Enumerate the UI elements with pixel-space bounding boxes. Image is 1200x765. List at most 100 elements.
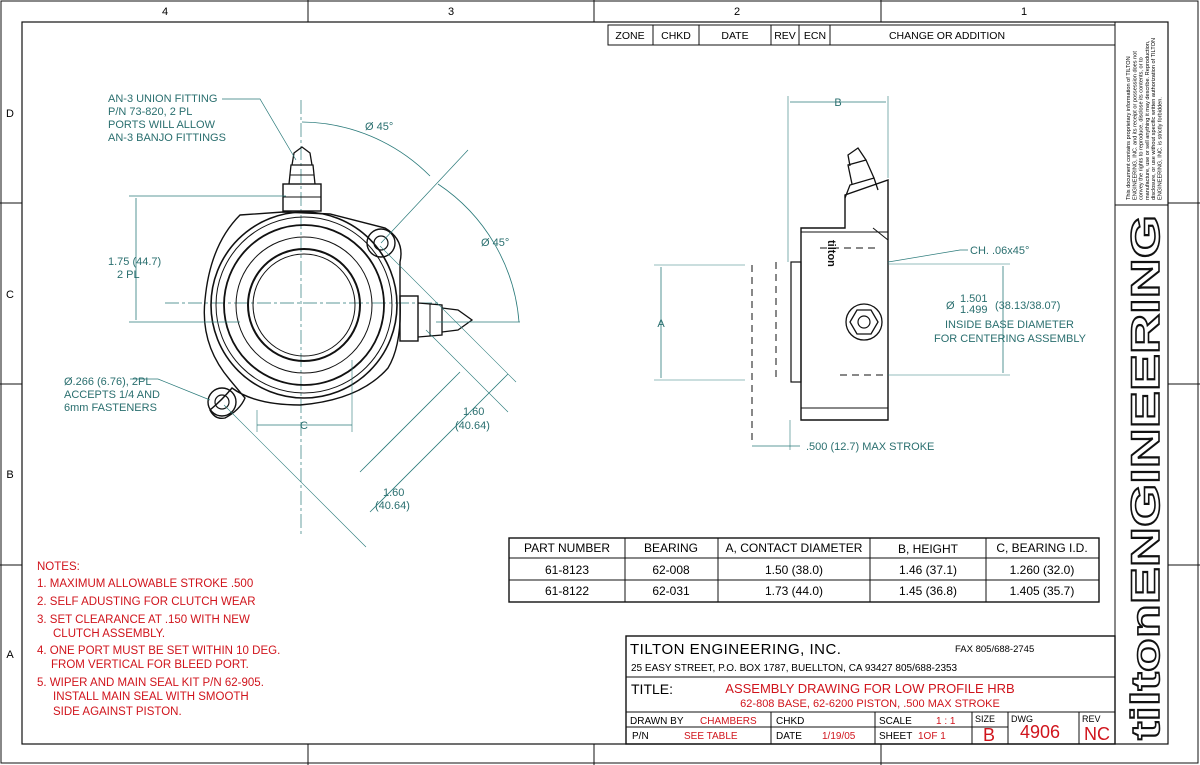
table-cell: 62-008 xyxy=(652,563,690,577)
svg-text:ENGINEERING, INC. is strictly: ENGINEERING, INC. is strictly forbidden. xyxy=(1158,97,1164,200)
fitting-note: AN-3 UNION FITTING xyxy=(108,93,217,105)
sheet-label: SHEET xyxy=(879,731,912,742)
length-dimension: 1.60 xyxy=(383,487,404,499)
diameter-note: FOR CENTERING ASSEMBLY xyxy=(934,333,1087,345)
table-cell: 1.45 (36.8) xyxy=(899,584,957,598)
diameter-metric: (38.13/38.07) xyxy=(995,300,1060,312)
table-cell: 61-8123 xyxy=(545,563,589,577)
table-header: A, CONTACT DIAMETER xyxy=(726,541,863,555)
pn-label: P/N xyxy=(632,731,649,742)
title-block-text: TILTON ENGINEERING, INC. FAX 805/688-274… xyxy=(630,641,1110,745)
parts-table xyxy=(508,537,1100,603)
side-view xyxy=(654,96,1010,450)
height-dimension: 1.75 (44.7) xyxy=(108,256,161,268)
note-item: 4. ONE PORT MUST BE SET WITHIN 10 DEG. xyxy=(37,645,280,657)
svg-text:This document contains proprie: This document contains proprietary infor… xyxy=(1126,56,1132,200)
zone-label-top: 2 xyxy=(734,6,740,18)
fitting-note: PORTS WILL ALLOW xyxy=(108,119,216,131)
diameter-symbol: Ø xyxy=(946,300,955,312)
diameter-note: INSIDE BASE DIAMETER xyxy=(945,319,1074,331)
table-cell: 1.50 (38.0) xyxy=(765,563,823,577)
svg-text:ENGINEERING, INC. and its rece: ENGINEERING, INC. and its receipt or pos… xyxy=(1132,51,1138,200)
length-dimension: 1.60 xyxy=(463,406,484,418)
diameter-upper: 1.501 xyxy=(960,293,988,305)
rev-header: ZONE xyxy=(615,30,644,42)
rev-header: REV xyxy=(774,30,796,42)
rev-label: REV xyxy=(1082,714,1101,724)
drawn-by-label: DRAWN BY xyxy=(630,716,684,727)
fitting-note: P/N 73-820, 2 PL xyxy=(108,106,192,118)
brand-logo: tiltonENGINEERING xyxy=(1124,215,1168,740)
side-strip: This document contains proprietary infor… xyxy=(1114,22,1169,744)
title-label: TITLE: xyxy=(631,681,673,697)
height-dimension-b: B xyxy=(834,97,841,109)
length-dimension: (40.64) xyxy=(375,500,410,512)
front-view xyxy=(129,98,520,548)
note-item: 3. SET CLEARANCE AT .150 WITH NEW xyxy=(37,614,250,626)
note-item: 1. MAXIMUM ALLOWABLE STROKE .500 xyxy=(37,578,253,590)
revision-block: ZONE CHKD DATE REV ECN CHANGE OR ADDITIO… xyxy=(607,24,1116,46)
dwg-label: DWG xyxy=(1011,714,1033,724)
rev-header: CHKD xyxy=(661,30,691,42)
diameter-lower: 1.499 xyxy=(960,304,988,316)
date-value: 1/19/05 xyxy=(822,731,856,742)
zone-label-side: D xyxy=(6,108,14,120)
table-cell: 1.73 (44.0) xyxy=(765,584,823,598)
parts-table-text: PART NUMBER BEARING A, CONTACT DIAMETER … xyxy=(524,541,1088,598)
size-label: SIZE xyxy=(975,714,995,724)
stroke-dimension: .500 (12.7) MAX STROKE xyxy=(806,441,934,453)
table-cell: 62-031 xyxy=(652,584,690,598)
title-block xyxy=(625,635,1116,745)
notes-heading: NOTES: xyxy=(37,561,80,573)
zone-label-top: 3 xyxy=(448,6,454,18)
hole-note: Ø.266 (6.76), 2PL xyxy=(64,376,151,388)
bearing-id-dimension: C xyxy=(300,420,308,432)
drawn-by-value: CHAMBERS xyxy=(700,716,757,727)
angle-dimension: Ø 45° xyxy=(481,237,509,249)
company-address: 25 EASY STREET, P.O. BOX 1787, BUELLTON,… xyxy=(631,663,958,674)
proprietary-notice: This document contains proprietary infor… xyxy=(1126,38,1164,200)
fitting-note: AN-3 BANJO FITTINGS xyxy=(108,132,226,144)
table-cell: 1.260 (32.0) xyxy=(1010,563,1075,577)
table-header: PART NUMBER xyxy=(524,541,610,555)
note-item: SIDE AGAINST PISTON. xyxy=(53,706,182,718)
drawing-title: ASSEMBLY DRAWING FOR LOW PROFILE HRB xyxy=(725,681,1014,696)
scale-label: SCALE xyxy=(879,716,912,727)
height-dimension: 2 PL xyxy=(117,269,140,281)
svg-text:convey the rights to reproduce: convey the rights to reproduce, disclose… xyxy=(1139,57,1145,200)
length-dimension: (40.64) xyxy=(455,420,490,432)
note-item: 5. WIPER AND MAIN SEAL KIT P/N 62-905. xyxy=(37,677,264,689)
table-header: BEARING xyxy=(644,541,698,555)
table-cell: 1.405 (35.7) xyxy=(1010,584,1075,598)
pn-value: SEE TABLE xyxy=(684,731,738,742)
contact-diameter-dimension-a: A xyxy=(657,318,665,330)
table-header: C, BEARING I.D. xyxy=(996,541,1087,555)
note-item: CLUTCH ASSEMBLY. xyxy=(53,628,165,640)
zone-label-side: A xyxy=(6,649,14,661)
sheet-value: 1OF 1 xyxy=(918,731,946,742)
chamfer-dimension: CH. .06x45° xyxy=(970,245,1029,257)
rev-header: CHANGE OR ADDITION xyxy=(889,30,1005,42)
rev-header: ECN xyxy=(804,30,826,42)
table-cell: 1.46 (37.1) xyxy=(899,563,957,577)
zone-label-side: B xyxy=(6,469,13,481)
angle-dimension: Ø 45° xyxy=(365,121,393,133)
note-item: INSTALL MAIN SEAL WITH SMOOTH xyxy=(53,691,249,703)
body-marking: tilton xyxy=(825,240,837,267)
size-value: B xyxy=(983,725,995,745)
date-label: DATE xyxy=(776,731,802,742)
note-item: 2. SELF ADUSTING FOR CLUTCH WEAR xyxy=(37,596,256,608)
hole-note: ACCEPTS 1/4 AND xyxy=(64,389,160,401)
dwg-number: 4906 xyxy=(1020,722,1060,742)
notes: NOTES: 1. MAXIMUM ALLOWABLE STROKE .500 … xyxy=(37,561,280,718)
company-name: TILTON ENGINEERING, INC. xyxy=(630,641,841,658)
company-fax: FAX 805/688-2745 xyxy=(955,644,1034,655)
note-item: FROM VERTICAL FOR BLEED PORT. xyxy=(51,659,249,671)
svg-text:disclosure, or use without spe: disclosure, or use without specific writ… xyxy=(1151,38,1157,200)
zone-label-top: 4 xyxy=(162,6,168,18)
table-cell: 61-8122 xyxy=(545,584,589,598)
table-header: B, HEIGHT xyxy=(898,542,959,556)
zone-label-top: 1 xyxy=(1021,6,1027,18)
